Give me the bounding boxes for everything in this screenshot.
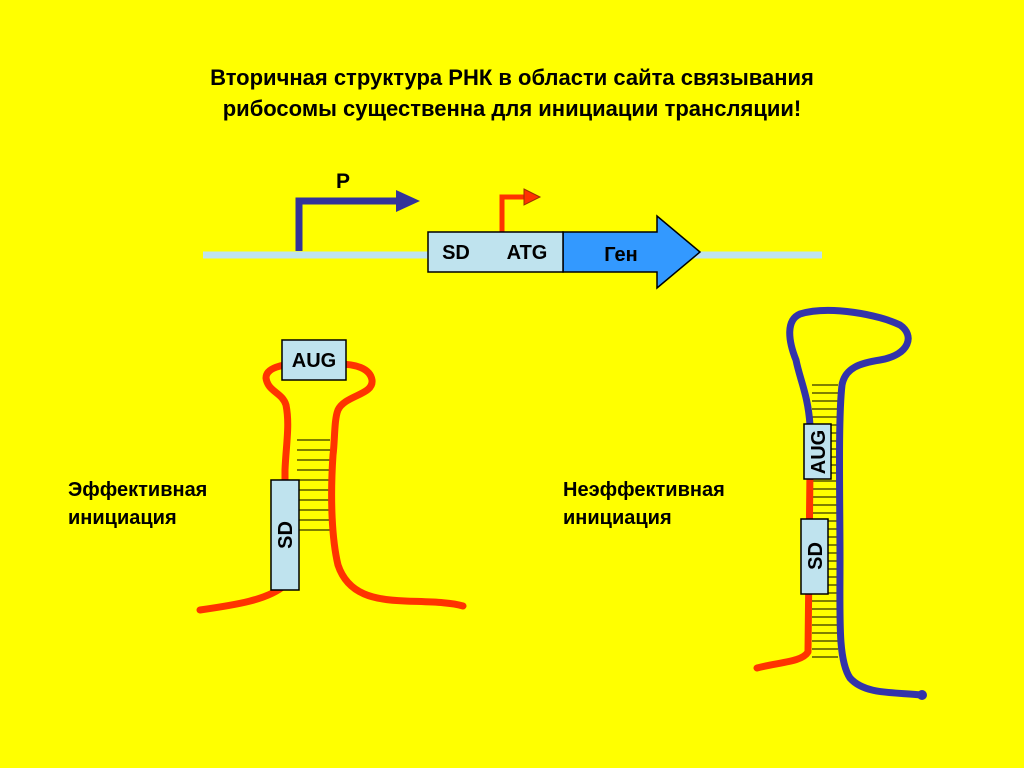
title-line-2: рибосомы существенна для инициации транс… bbox=[222, 96, 802, 121]
ineffective-initiation-label: Неэффективная инициация bbox=[563, 476, 725, 532]
gene-atg-label: ATG bbox=[507, 242, 548, 264]
effective-sd-box bbox=[270, 479, 300, 591]
title-line-1: Вторичная структура РНК в области сайта … bbox=[210, 65, 814, 90]
effective-aug-box bbox=[281, 339, 347, 381]
promoter-label: P bbox=[336, 170, 350, 193]
ineffective-sd-label: SD bbox=[805, 542, 827, 570]
slide-title: Вторичная структура РНК в области сайта … bbox=[0, 62, 1024, 124]
effective-initiation-label: Эффективная инициация bbox=[68, 476, 207, 532]
ineffective-rna-blue-strand bbox=[786, 306, 926, 699]
ineffective-label-line-2: инициация bbox=[563, 507, 672, 529]
effective-hairpin: AUG SD bbox=[196, 339, 467, 614]
effective-rna-strand bbox=[196, 360, 467, 614]
effective-label-line-2: инициация bbox=[68, 507, 177, 529]
gene-sd-label: SD bbox=[442, 242, 470, 264]
gene-label: Ген bbox=[604, 244, 638, 266]
ineffective-sd-box bbox=[800, 518, 829, 595]
effective-label-line-1: Эффективная bbox=[68, 479, 208, 501]
translation-start-arrow bbox=[499, 188, 542, 233]
effective-aug-label: AUG bbox=[292, 350, 336, 372]
gene-map: P Ген SD ATG bbox=[203, 170, 822, 290]
effective-sd-label: SD bbox=[275, 521, 297, 549]
ineffective-aug-label: AUG bbox=[808, 430, 830, 474]
ineffective-rna-red-strand bbox=[753, 466, 814, 672]
ineffective-strand-end bbox=[917, 690, 927, 700]
sd-atg-box bbox=[427, 231, 564, 273]
effective-base-pairs bbox=[297, 439, 330, 531]
ineffective-label-line-1: Неэффективная bbox=[563, 479, 725, 501]
gene-arrow bbox=[562, 214, 702, 290]
promoter-arrow bbox=[295, 190, 420, 251]
ineffective-aug-box bbox=[803, 423, 832, 480]
ineffective-hairpin: AUG SD bbox=[753, 306, 927, 700]
